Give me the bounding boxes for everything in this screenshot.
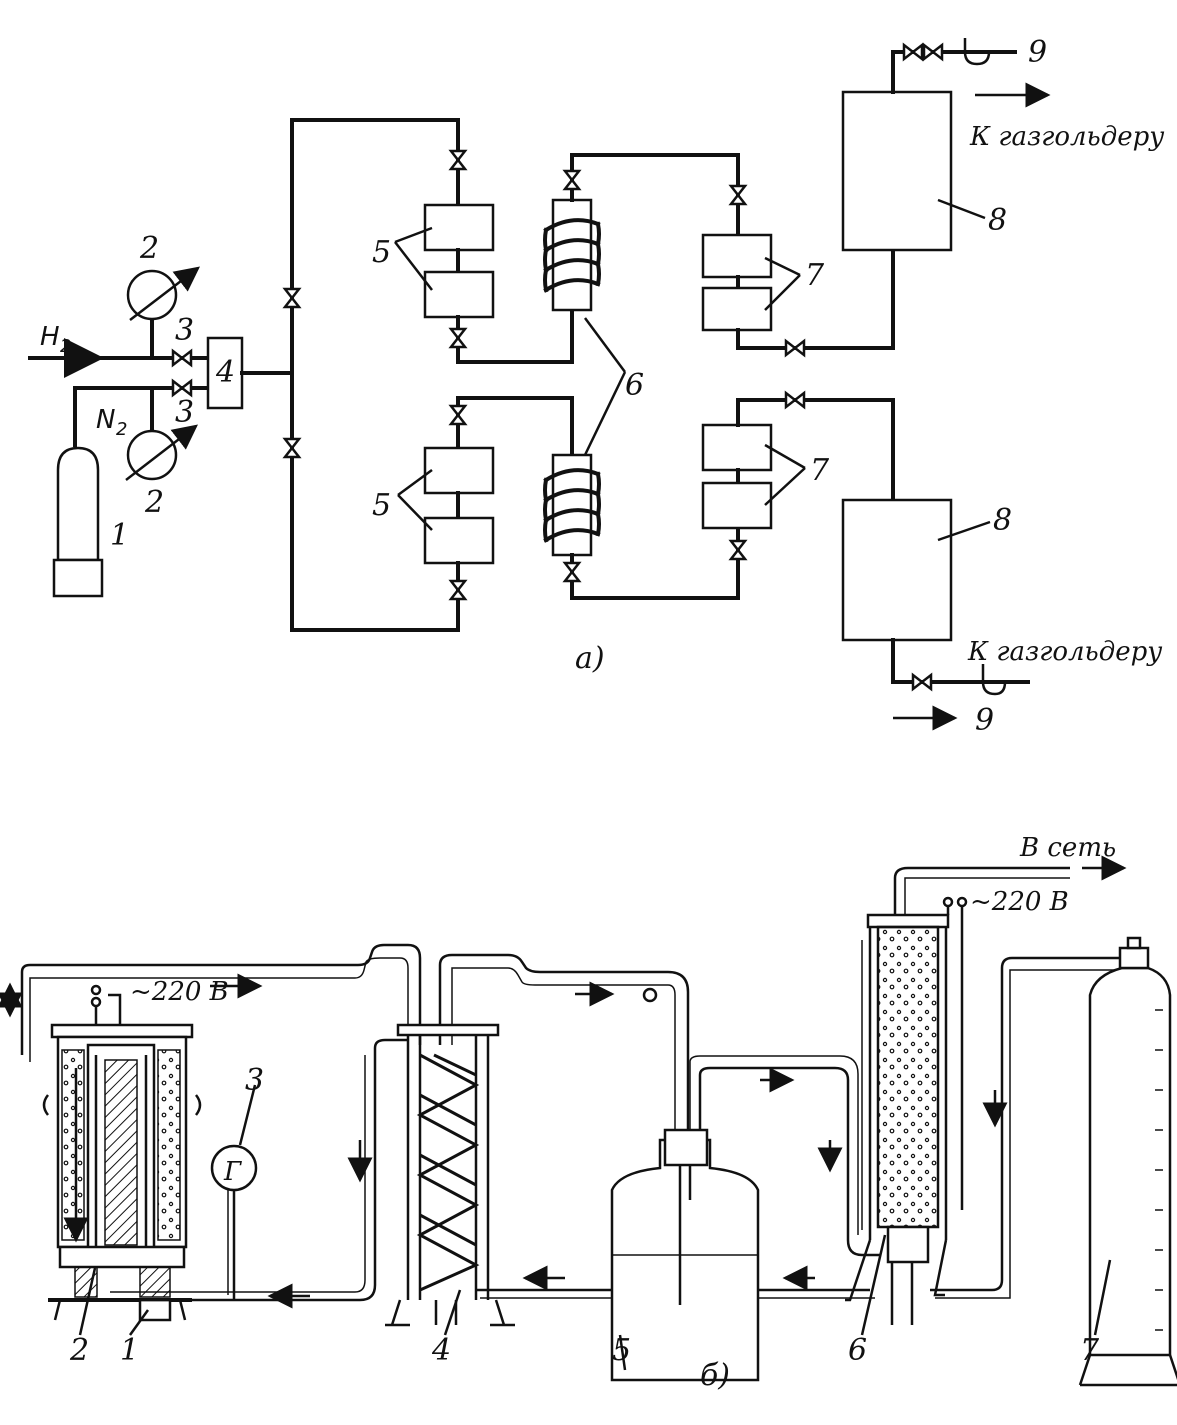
- label-outlet-bottom: 9: [975, 703, 994, 738]
- label-b-3: 3: [245, 1063, 264, 1098]
- destination-bottom: К газгольдеру: [967, 637, 1162, 667]
- absorber-top-2: [701, 286, 773, 332]
- label-mixer: 4: [215, 355, 235, 390]
- n2-label: N: [96, 405, 115, 435]
- label-b-4: 4: [431, 1333, 451, 1368]
- label-b-6: 6: [848, 1333, 867, 1368]
- gasholder-7: 7: [1078, 936, 1177, 1387]
- n2-subscript: 2: [116, 419, 127, 440]
- caption-a: a): [575, 641, 605, 676]
- dryer-bottom-2: [423, 516, 495, 565]
- label-absorbers-bottom: 7: [810, 453, 830, 488]
- valve-n2: [171, 379, 193, 397]
- absorber-bottom-1: [701, 423, 773, 472]
- label-absorbers-top: 7: [805, 258, 825, 293]
- h2-label: H: [40, 322, 60, 352]
- pressure-gauge-top: 2: [126, 231, 200, 360]
- label-b-2: 2: [69, 1333, 89, 1368]
- n2-line: N 2: [73, 386, 210, 447]
- label-coils: 6: [625, 368, 644, 403]
- column-6: В сеть ~220 В 6: [845, 833, 1127, 1368]
- destination-top: К газгольдеру: [969, 122, 1164, 152]
- label-valve-top: 3: [175, 313, 194, 348]
- label-outlet-top: 9: [1028, 35, 1047, 70]
- branch-top: 5 7 8: [372, 35, 1164, 364]
- bottle-5: 5: [610, 1055, 880, 1382]
- coil-top: [551, 198, 593, 312]
- voltage-right: ~220 В: [970, 887, 1069, 917]
- label-gauge-bottom: 2: [144, 485, 164, 520]
- label-gauge-top: 2: [139, 231, 159, 266]
- valve-h2: [171, 349, 193, 367]
- absorber-top-1: [701, 233, 773, 279]
- cooler-4: 4: [385, 1023, 515, 1368]
- label-dryers-top: 5: [372, 235, 391, 270]
- caption-b: б): [700, 1358, 730, 1393]
- generator-1: ~220 В 2 1: [42, 977, 229, 1368]
- meter-symbol: Г: [223, 1157, 242, 1187]
- h2-subscript: 2: [60, 336, 71, 357]
- label-b-1: 1: [120, 1333, 139, 1368]
- dryer-top-2: [423, 270, 495, 319]
- pressure-gauge-bottom: 2: [125, 386, 198, 520]
- meter-3: Г 3: [210, 1063, 264, 1300]
- label-valve-bottom: 3: [175, 395, 194, 430]
- receiver-top: [841, 90, 953, 252]
- gas-cylinder: 1: [52, 446, 129, 598]
- label-dryers-bottom: 5: [372, 488, 391, 523]
- network-label: В сеть: [1019, 833, 1116, 863]
- dryer-bottom-1: [423, 446, 495, 495]
- branch-bottom: 5 6 7: [372, 317, 1162, 738]
- mixer-box: 4: [206, 336, 294, 410]
- diagram-b: ~220 В 2 1 Г 3: [0, 833, 1177, 1393]
- receiver-bottom: [841, 498, 953, 642]
- label-cylinder: 1: [110, 518, 129, 553]
- label-b-7: 7: [1080, 1333, 1100, 1368]
- diagram-a: H 2 N 2 1 2 2 3: [28, 35, 1164, 738]
- label-b-5: 5: [612, 1333, 631, 1368]
- absorber-bottom-2: [701, 481, 773, 530]
- voltage-left: ~220 В: [130, 977, 229, 1007]
- label-receiver-bottom: 8: [993, 503, 1012, 538]
- dryer-top-1: [423, 203, 495, 252]
- label-receiver-top: 8: [988, 203, 1007, 238]
